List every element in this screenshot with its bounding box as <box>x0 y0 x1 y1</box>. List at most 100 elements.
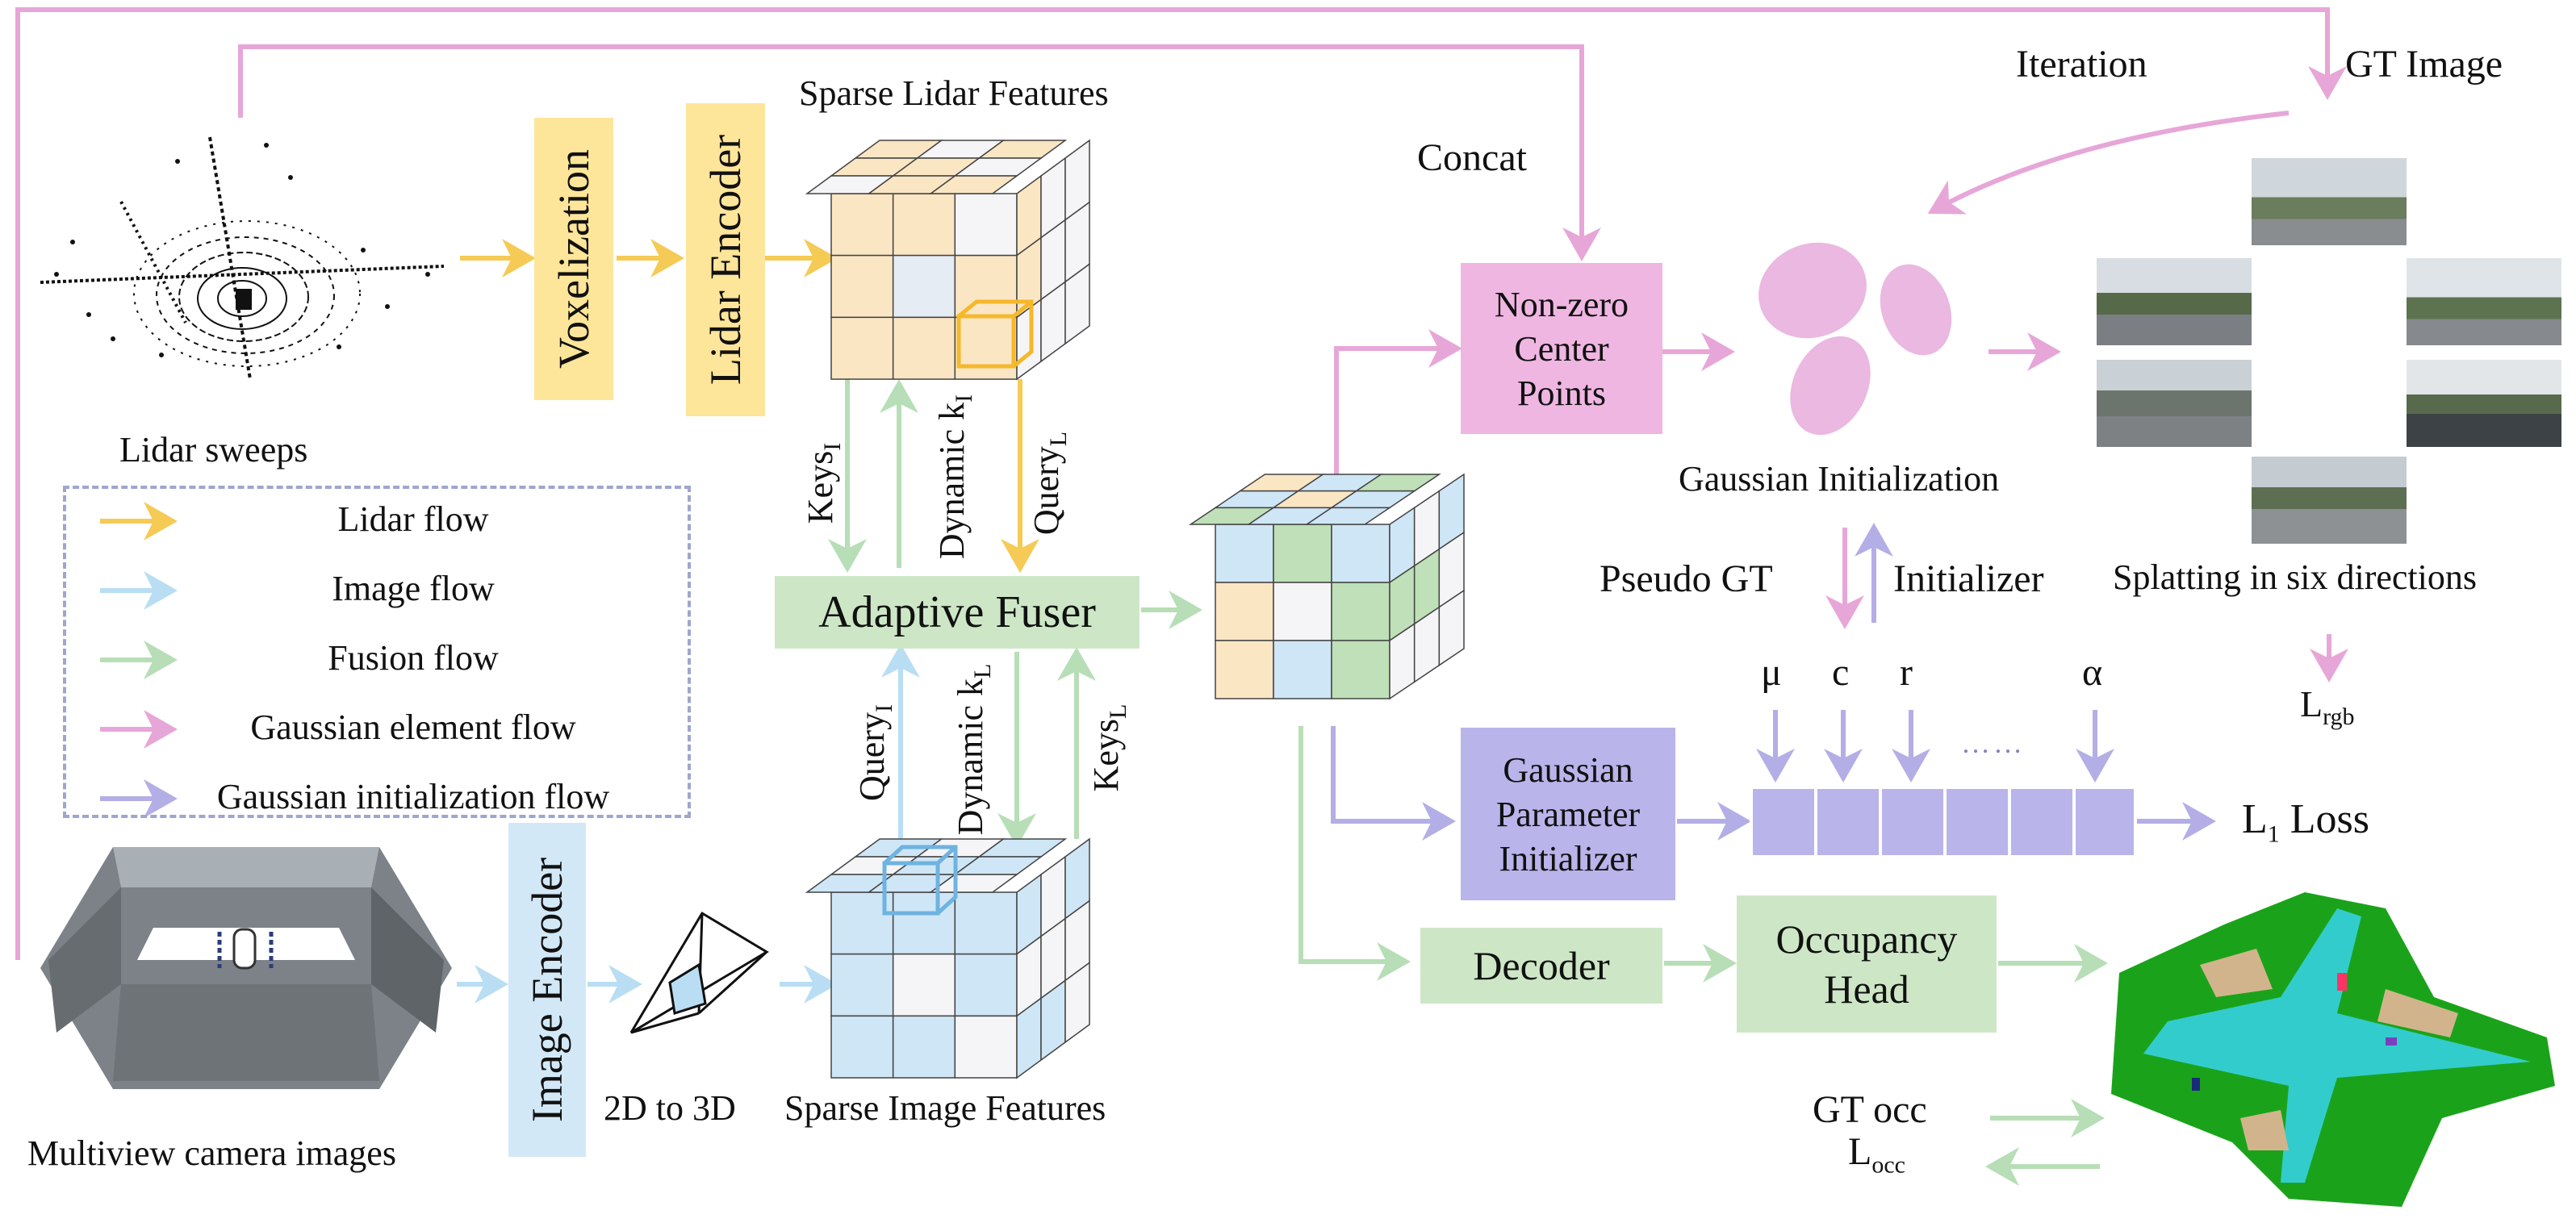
voxelization-block: Voxelization <box>534 118 613 400</box>
sparse-lidar-feature-cube <box>805 139 1090 381</box>
occupancy-prediction-map <box>2095 876 2568 1215</box>
image-encoder-label: Image Encoder <box>523 857 572 1123</box>
cube-front-cell <box>830 193 894 257</box>
lidar-sweeps-label: Lidar sweeps <box>119 430 308 470</box>
cube-top-cell <box>929 175 1019 194</box>
cube-front-cell <box>830 316 894 380</box>
fusion-flow-arrows <box>828 379 2108 1186</box>
lidar-sweeps-image <box>24 113 460 403</box>
cube-front-cell <box>1215 524 1274 583</box>
voxelization-label: Voxelization <box>550 149 599 369</box>
two-d-to-three-d-label: 2D to 3D <box>604 1088 736 1128</box>
view-front <box>2252 158 2407 245</box>
frustum-icon <box>629 911 769 1034</box>
lidar-query-highlight <box>956 299 1034 369</box>
gaussian-initialization-label: Gaussian Initialization <box>1679 459 2000 499</box>
sparse-image-features-label: Sparse Image Features <box>784 1088 1106 1128</box>
non-zero-center-points-block: Non-zero Center Points <box>1461 263 1662 434</box>
cube-front-cell <box>892 891 956 955</box>
sparse-image-feature-cube <box>805 837 1090 1079</box>
legend-arrows <box>100 502 178 818</box>
image-query-highlight <box>882 845 958 916</box>
cube-front-cell <box>1215 640 1274 699</box>
gaussian-flow-arrows <box>1334 111 2348 682</box>
splatting-label: Splatting in six directions <box>2113 557 2477 597</box>
multiview-hexagon-svg <box>40 847 452 1089</box>
cube-front-cell <box>892 254 956 319</box>
gt-occ-label: GT occ <box>1813 1088 1927 1131</box>
l1-loss-label: L1 Loss <box>2242 796 2370 848</box>
cube-front-cell <box>830 1015 894 1079</box>
gaussian-parameter-initializer-label: Gaussian Parameter Initializer <box>1495 749 1641 879</box>
adaptive-fuser-block: Adaptive Fuser <box>775 576 1140 649</box>
cube-side-cell <box>1064 961 1090 1044</box>
param-mu: μ <box>1761 651 1782 694</box>
query-l-label: QueryL <box>1027 431 1072 536</box>
concat-label: Concat <box>1417 136 1527 179</box>
legend-label-init: Gaussian initialization flow <box>216 777 610 816</box>
keys-i-label: KeysI <box>801 442 846 524</box>
cube-front-cell <box>1273 582 1332 641</box>
occupancy-map-svg <box>2111 892 2555 1207</box>
legend-label-lidar: Lidar flow <box>337 499 489 539</box>
cube-front-cell <box>954 193 1018 257</box>
view-back-left <box>2097 360 2252 447</box>
sparse-lidar-features-label: Sparse Lidar Features <box>799 73 1109 113</box>
init-flow-arrows <box>1331 523 2216 841</box>
cube-front-cell <box>830 953 894 1017</box>
legend-box <box>63 486 691 818</box>
param-ellipsis: …… <box>1961 727 2026 759</box>
decoder-label: Decoder <box>1473 942 1610 988</box>
cube-front-cell <box>892 1015 956 1079</box>
cube-front-cell <box>1331 640 1390 699</box>
dynamic-kl-label: Dynamic kL <box>951 663 996 836</box>
gaussian-parameter-bar <box>1750 786 2137 858</box>
param-c: c <box>1832 651 1850 694</box>
pseudo-gt-label: Pseudo GT <box>1600 557 1773 600</box>
cube-front-cell <box>954 953 1018 1017</box>
iteration-label: Iteration <box>2016 43 2147 86</box>
adaptive-fuser-label: Adaptive Fuser <box>818 587 1096 637</box>
multiview-camera-images <box>32 839 460 1097</box>
keys-l-label: KeysL <box>1086 703 1131 792</box>
locc-label: Locc <box>1848 1130 1905 1179</box>
legend-label-fusion: Fusion flow <box>328 638 499 678</box>
cube-top-cell <box>1304 507 1392 525</box>
view-front-right <box>2407 258 2561 345</box>
cube-front-cell <box>954 254 1018 319</box>
cube-side-cell <box>1438 589 1465 667</box>
cube-front-cell <box>892 953 956 1017</box>
gaussian-ellipses <box>1758 242 1952 436</box>
lidar-pointcloud-svg <box>40 136 445 380</box>
dynamic-ki-label: Dynamic kI <box>932 394 977 560</box>
view-back-right <box>2407 360 2561 447</box>
legend-label-image: Image flow <box>332 569 495 608</box>
fused-feature-cube <box>1188 473 1465 700</box>
cube-front-cell <box>892 193 956 257</box>
cube-front-cell <box>892 316 956 380</box>
cube-front-cell <box>1331 524 1390 583</box>
view-front-left <box>2097 258 2252 345</box>
lidar-encoder-block: Lidar Encoder <box>686 103 765 416</box>
occupancy-head-label: Occupancy Head <box>1775 916 1958 1012</box>
occupancy-head-block: Occupancy Head <box>1737 895 1997 1033</box>
cube-front-cell <box>1273 640 1332 699</box>
image-encoder-block: Image Encoder <box>508 823 586 1157</box>
gt-image-label: GT Image <box>2345 43 2503 86</box>
query-i-label: QueryI <box>852 704 897 801</box>
view-back <box>2252 457 2407 544</box>
lidar-flow-arrows <box>460 239 1039 573</box>
lidar-encoder-label: Lidar Encoder <box>701 134 750 386</box>
initializer-label: Initializer <box>1893 557 2044 600</box>
cube-front-cell <box>1273 524 1332 583</box>
cube-front-cell <box>1331 582 1390 641</box>
decoder-block: Decoder <box>1420 928 1662 1004</box>
non-zero-center-points-label: Non-zero Center Points <box>1494 284 1629 413</box>
cube-front-cell <box>830 254 894 319</box>
cube-front-cell <box>954 1015 1018 1079</box>
param-alpha: α <box>2082 651 2103 694</box>
gaussian-flow-top-loop <box>15 7 2347 960</box>
splatting-views <box>2097 158 2561 545</box>
cube-front-cell <box>1215 582 1274 641</box>
